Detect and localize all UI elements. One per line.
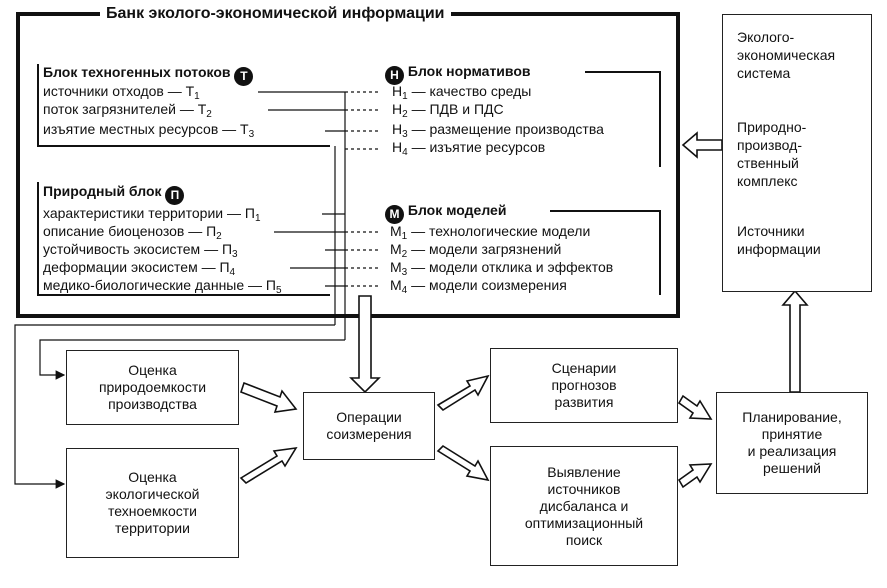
norms-item: Н1 — качество среды (392, 83, 532, 102)
models-frame (550, 210, 661, 295)
arrow-capacity-to-operations (240, 381, 298, 413)
technogenic-frame (37, 64, 330, 147)
panel-complex: Природно- производ- ственный комплекс (737, 119, 807, 189)
norms-item: Н2 — ПДВ и ПДС (392, 101, 504, 120)
technogenic-title: Блок техногенных потоков (43, 64, 231, 80)
planning-box: Планирование, принятие и реализация реше… (716, 392, 868, 494)
models-badge-icon: М (385, 205, 404, 224)
assessment-ecotech-box: Оценка экологической техноемкости террит… (66, 448, 239, 558)
panel-ecosystem: Эколого- экономическая система (737, 29, 836, 81)
norms-badge-icon: Н (385, 66, 404, 85)
arrow-bank-to-operations (349, 295, 381, 394)
natural-badge-icon: П (165, 186, 185, 205)
models-block-title: М Блок моделей (385, 202, 506, 224)
dashed-links (345, 91, 378, 287)
natural-item: описание биоценозов — П2 (43, 223, 222, 242)
norms-title: Блок нормативов (407, 63, 531, 79)
panel-sources: Источники информации (737, 223, 821, 257)
models-title: Блок моделей (407, 202, 507, 218)
arrow-ecotech-to-operations (239, 446, 298, 485)
imbalance-box: Выявление источников дисбаланса и оптими… (490, 446, 678, 566)
natural-item: деформации экосистем — П4 (43, 259, 236, 278)
norms-item: Н3 — размещение производства (392, 121, 604, 140)
models-item: М3 — модели отклика и эффектов (390, 259, 614, 278)
feed-to-assessment-ecotech (14, 324, 335, 489)
arrow-operations-to-scenarios (436, 374, 490, 412)
natural-frame (37, 182, 330, 296)
arrow-operations-to-imbalance (436, 444, 490, 482)
technogenic-item: источники отходов — Т1 (43, 83, 200, 102)
natural-block-title: Природный блок П (43, 183, 185, 205)
arrow-scenarios-to-planning (677, 394, 713, 420)
norms-frame (585, 71, 661, 167)
natural-title: Природный блок (43, 183, 162, 199)
technogenic-item: поток загрязнителей — Т2 (43, 101, 212, 120)
operations-box: Операции соизмерения (303, 392, 435, 460)
arrow-panel-to-bank (681, 131, 723, 159)
feed-to-assessment-capacity (39, 339, 345, 380)
bank-title: Банк эколого-экономической информации (100, 4, 451, 24)
technogenic-item: изъятие местных ресурсов — Т3 (43, 121, 255, 140)
assessment-capacity-label: Оценка природоемкости производства (98, 362, 207, 412)
assessment-ecotech-label: Оценка экологической техноемкости террит… (105, 469, 200, 536)
imbalance-label: Выявление источников дисбаланса и оптими… (524, 463, 644, 548)
technogenic-badge-icon: Т (234, 67, 254, 86)
natural-connectors (274, 213, 345, 287)
norms-block-title: Н Блок нормативов (385, 63, 531, 85)
scenarios-box: Сценарии прогнозов развития (490, 348, 678, 423)
right-panel (722, 14, 872, 292)
arrow-imbalance-to-planning (677, 463, 713, 489)
natural-item: устойчивость экосистем — П3 (43, 241, 238, 260)
arrow-planning-to-panel (781, 289, 809, 393)
technogenic-block-title: Блок техногенных потоков Т (43, 64, 254, 86)
models-item: М4 — модели соизмерения (390, 277, 567, 296)
models-item: М1 — технологические модели (390, 223, 591, 242)
models-item: М2 — модели загрязнений (390, 241, 562, 260)
natural-item: характеристики территории — П1 (43, 205, 261, 224)
technogenic-connectors (258, 91, 345, 132)
natural-item: медико-биологические данные — П5 (43, 277, 282, 296)
assessment-capacity-box: Оценка природоемкости производства (66, 350, 239, 425)
scenarios-label: Сценарии прогнозов развития (551, 360, 617, 410)
norms-item: Н4 — изъятие ресурсов (392, 139, 546, 158)
planning-label: Планирование, принятие и реализация реше… (742, 409, 842, 476)
operations-label: Операции соизмерения (326, 409, 412, 442)
